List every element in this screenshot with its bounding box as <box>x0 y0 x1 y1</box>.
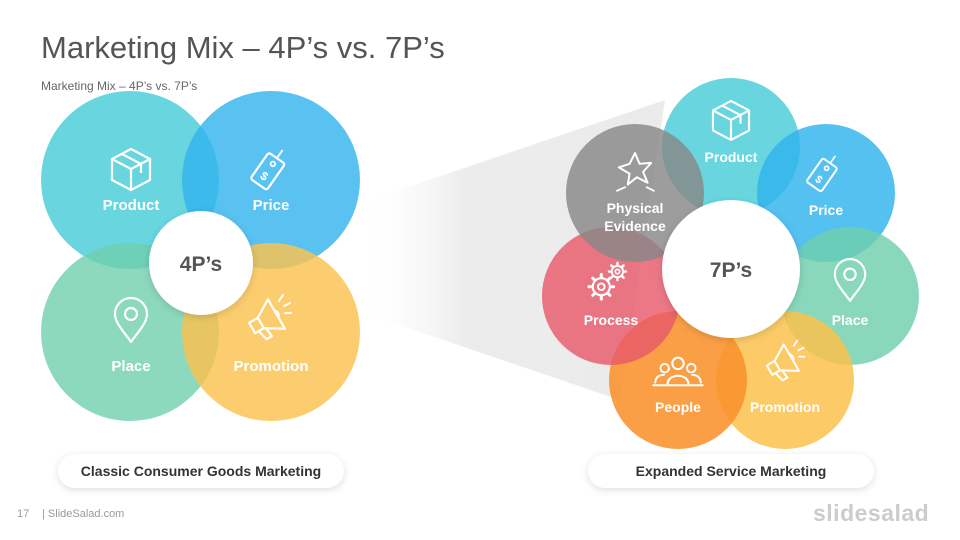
circle-label-product: Product <box>103 197 160 214</box>
brand-logo: slidesalad <box>813 500 930 526</box>
circle-label-price: Price <box>253 197 290 214</box>
slide-subtitle: Marketing Mix – 4P’s vs. 7P’s <box>41 79 198 93</box>
circle-label-place: Place <box>111 358 150 375</box>
center-7ps: 7P’s <box>662 200 800 338</box>
page-number: 17 <box>17 508 30 520</box>
footer-site: | SlideSalad.com <box>42 508 125 520</box>
circle-label-place-7p: Place <box>832 312 869 328</box>
circle-label-promotion-7p: Promotion <box>750 399 820 415</box>
center-label-4ps: 4P’s <box>180 253 222 276</box>
circle-label-physical-7p: Physical <box>607 200 664 216</box>
circle-label-people-7p: People <box>655 399 701 415</box>
circle-physical-evidence-7p: Physical Evidence <box>566 124 704 262</box>
circle-label-process-7p: Process <box>584 312 639 328</box>
caption-expanded-service: Expanded Service Marketing <box>588 454 874 488</box>
circle-price-7p: Price <box>757 124 895 262</box>
seven-ps-diagram: Product Price Place Promotion People <box>542 78 919 449</box>
circle-process-7p: Process <box>542 227 680 365</box>
slide-title: Marketing Mix – 4P’s vs. 7P’s <box>41 30 445 65</box>
circle-label-evidence-7p: Evidence <box>604 218 666 234</box>
circle-label-promotion: Promotion <box>234 358 309 375</box>
four-ps-diagram: Product Price Place Promotion 4P’s <box>41 91 360 421</box>
center-label-7ps: 7P’s <box>710 259 752 282</box>
caption-classic-consumer-goods: Classic Consumer Goods Marketing <box>58 454 344 488</box>
circle-label-product-7p: Product <box>705 149 758 165</box>
circle-promotion-7p: Promotion <box>716 311 854 449</box>
center-4ps: 4P’s <box>149 211 253 315</box>
circle-label-price-7p: Price <box>809 202 843 218</box>
